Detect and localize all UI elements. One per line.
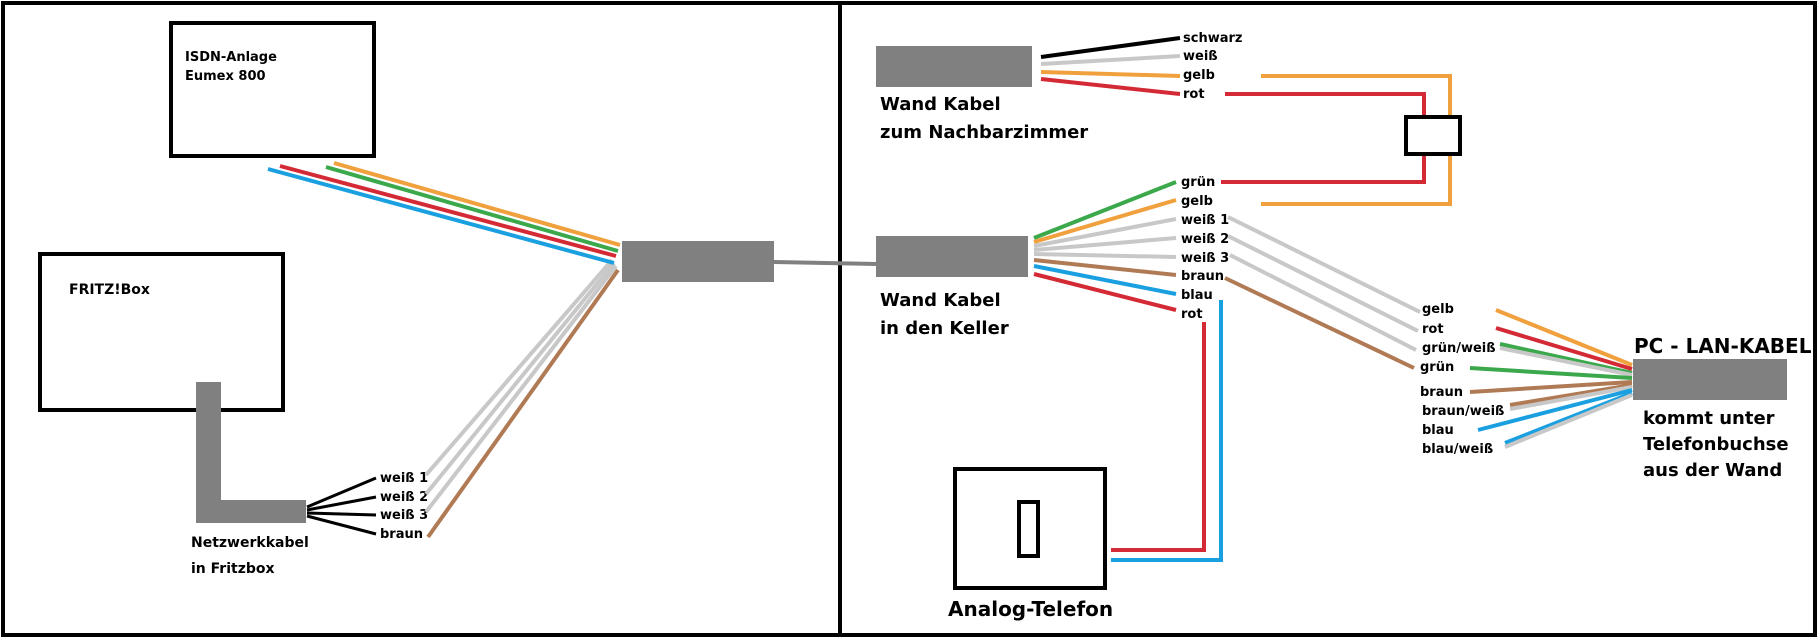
network-cable-vertical <box>196 382 221 523</box>
lan-wire-label-blau: blau <box>1422 423 1454 438</box>
junction-connector <box>622 241 774 282</box>
lan-wire-label-gruen: grün <box>1420 360 1454 375</box>
lan-cable-label-1: kommt unter <box>1643 408 1775 429</box>
lan-wire-label-blau-weiss: blau/weiß <box>1422 442 1493 457</box>
netzwerkkabel-label-2: in Fritzbox <box>191 561 275 577</box>
fritzbox-box <box>38 252 285 412</box>
wall-cable-basement-label-2: in den Keller <box>880 318 1009 339</box>
wall-cable-neighbor-connector <box>876 46 1032 87</box>
analog-phone-label: Analog-Telefon <box>948 597 1113 621</box>
lan-cable-connector <box>1633 359 1787 400</box>
fritzbox-label: FRITZ!Box <box>69 282 150 298</box>
lan-wire-label-gruen-weiss: grün/weiß <box>1422 341 1496 356</box>
basement-wire-label-weiss3: weiß 3 <box>1181 251 1229 266</box>
network-cable-horizontal <box>196 500 306 523</box>
wall-cable-neighbor-label-2: zum Nachbarzimmer <box>880 122 1088 143</box>
neighbor-wire-label-weiss: weiß <box>1183 49 1218 64</box>
lan-cable-label-2: Telefonbuchse <box>1643 434 1789 455</box>
basement-to-lan-wires <box>1224 215 1421 370</box>
network-cable-black-wires <box>306 476 377 536</box>
lan-cable-title: PC - LAN-KABEL <box>1634 334 1812 358</box>
lan-wire-label-rot: rot <box>1422 322 1444 337</box>
basement-wire-label-blau: blau <box>1181 288 1213 303</box>
wall-cable-basement-connector <box>876 236 1028 277</box>
splice-box <box>1404 115 1462 156</box>
isdn-box <box>169 21 376 158</box>
cross-panel-cable <box>773 260 879 266</box>
wall-cable-basement-wires <box>1033 180 1177 312</box>
lan-cable-wires <box>1469 308 1633 449</box>
wall-cable-basement-label-1: Wand Kabel <box>880 290 1001 311</box>
isdn-to-junction-wires <box>267 161 621 265</box>
neighbor-wire-label-gelb: gelb <box>1183 68 1215 83</box>
basement-wire-label-weiss2: weiß 2 <box>1181 232 1229 247</box>
wall-cable-neighbor-label-1: Wand Kabel <box>880 94 1001 115</box>
fritz-to-junction-wires <box>424 258 620 539</box>
left-wire-label-weiss3: weiß 3 <box>380 508 428 523</box>
left-wire-label-weiss1: weiß 1 <box>380 471 428 486</box>
left-wire-label-weiss2: weiß 2 <box>380 490 428 505</box>
basement-wire-label-braun: braun <box>1181 269 1224 284</box>
netzwerkkabel-label-1: Netzwerkkabel <box>191 535 309 551</box>
isdn-label-1: ISDN-Anlage <box>185 50 277 65</box>
basement-wire-label-weiss1: weiß 1 <box>1181 213 1229 228</box>
basement-wire-label-gruen: grün <box>1181 175 1215 190</box>
analog-phone-handset <box>1017 500 1040 558</box>
lan-wire-label-braun: braun <box>1420 385 1463 400</box>
left-wire-label-braun: braun <box>380 527 423 542</box>
basement-wire-label-gelb: gelb <box>1181 194 1213 209</box>
basement-wire-label-rot: rot <box>1181 307 1203 322</box>
lan-wire-label-braun-weiss: braun/weiß <box>1422 404 1504 419</box>
phone-wires <box>1111 300 1223 562</box>
isdn-label-2: Eumex 800 <box>185 69 266 84</box>
neighbor-wire-label-rot: rot <box>1183 87 1205 102</box>
neighbor-wire-label-schwarz: schwarz <box>1183 31 1242 46</box>
lan-cable-label-3: aus der Wand <box>1643 460 1782 481</box>
lan-wire-label-gelb: gelb <box>1422 302 1454 317</box>
wall-cable-neighbor-wires <box>1040 36 1181 96</box>
